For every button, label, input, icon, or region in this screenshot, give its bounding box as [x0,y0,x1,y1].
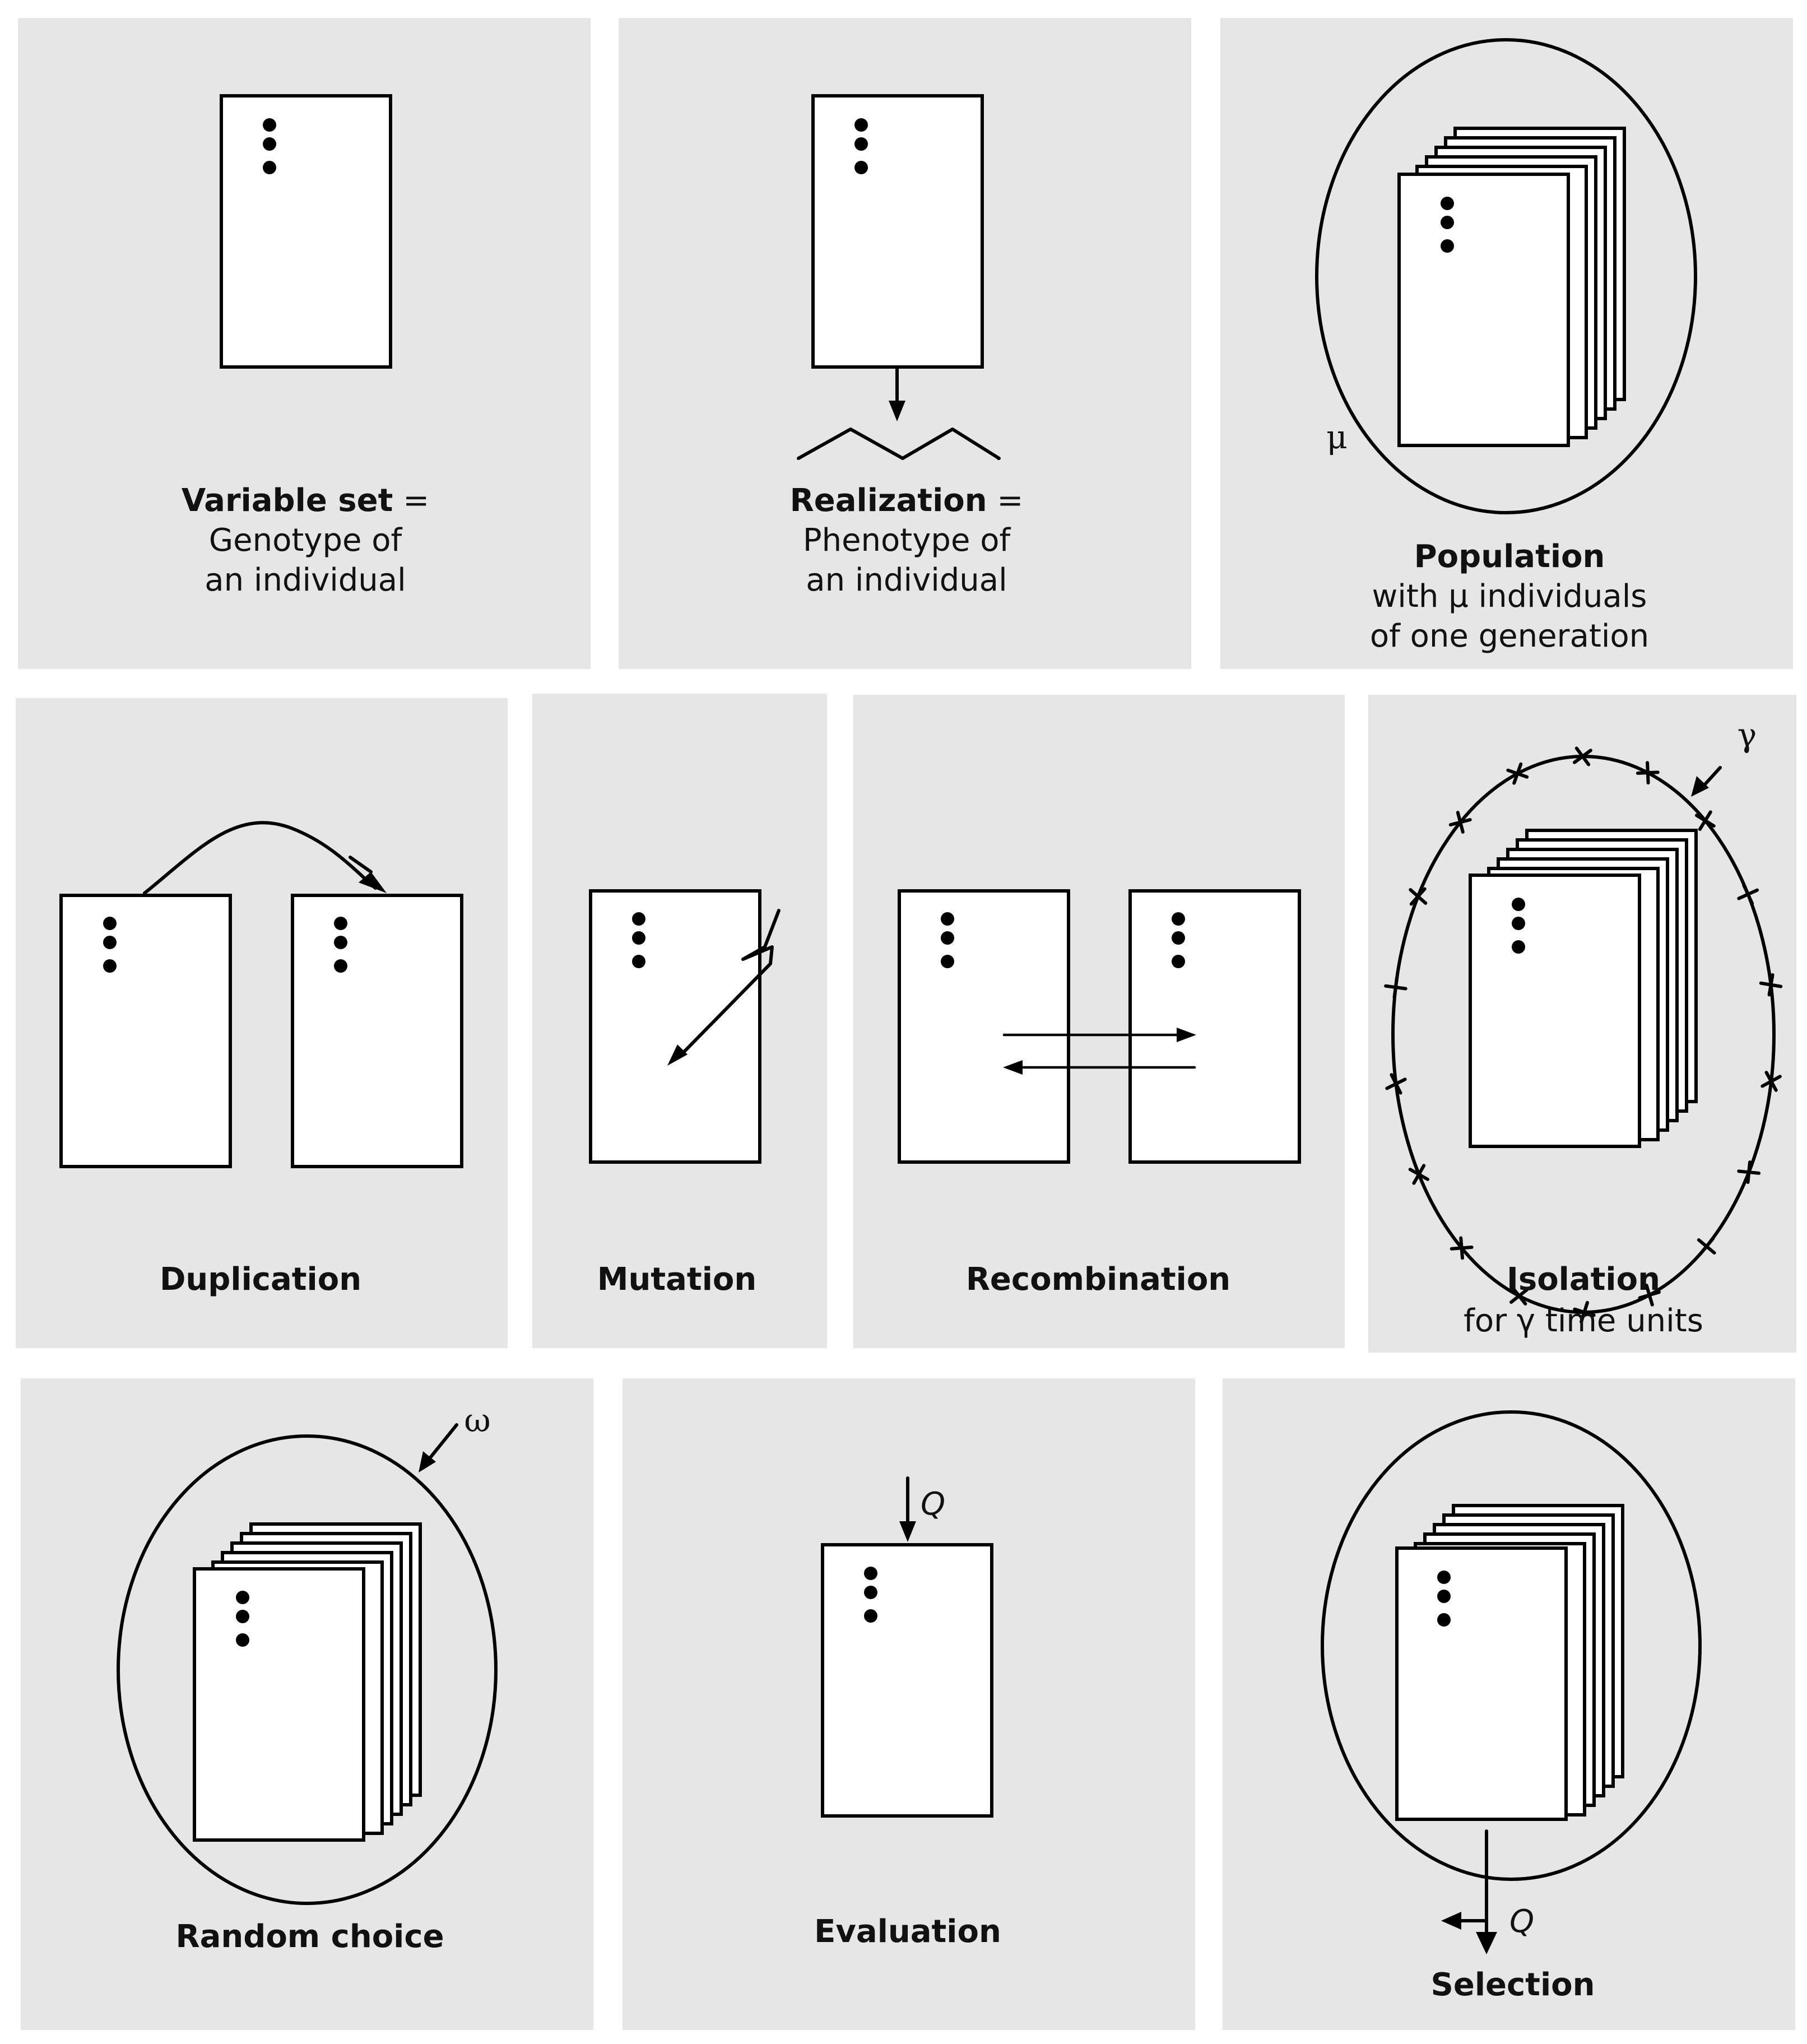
genotype-card [220,94,392,369]
duplication-arrow [143,821,387,895]
recombination-title: Recombination [966,1261,1230,1298]
isolation-cross-mark [1646,761,1650,785]
isolation-cross-mark [1759,981,1783,988]
mutation-card [589,889,761,1164]
isolation-cross-mark [1737,888,1759,900]
population-title: Population [1414,538,1605,575]
duplication-title: Duplication [160,1261,361,1298]
variable-set-title: Variable set [182,482,393,519]
random-choice-card-stack [193,1522,422,1842]
recombination-arrow-right [1002,1028,1196,1042]
isolation-cross-mark [1408,1168,1429,1181]
evaluation-title: Evaluation [814,1913,1001,1950]
duplication-copy-card [291,894,463,1168]
isolation-cross-mark [1760,1075,1782,1088]
random-choice-ellipse [117,1434,498,1905]
random-choice-omega-arrow [419,1423,458,1472]
phenotype-zigzag [797,428,1001,460]
isolation-cross-mark [1580,1300,1589,1324]
duplication-source-card [59,894,232,1168]
phenotype-card [811,94,984,369]
isolation-cross-mark [1697,1238,1716,1255]
realization-title: Realization [790,482,987,519]
selection-ellipse [1321,1410,1702,1881]
isolation-cross-mark [1737,1169,1761,1175]
selection-output-arrow [1441,1829,1497,1954]
population-ellipse [1315,38,1697,514]
recombination-card-right [1128,889,1301,1164]
evaluation-q-arrow [899,1476,916,1542]
evaluation-q-symbol: Q [921,1486,945,1522]
isolation-gamma-arrow [1691,766,1722,797]
selection-title: Selection [1431,1967,1595,2003]
isolation-cross-mark [1390,1073,1402,1095]
isolation-cross-mark [1698,810,1712,831]
variable-set-line2: Genotype of [209,522,403,559]
isolation-gamma-symbol: γ [1738,716,1757,754]
realization-line2: Phenotype of [803,522,1011,559]
isolation-cross-mark [1448,818,1472,826]
isolation-cross-mark [1450,1246,1474,1251]
realization-arrow [889,367,905,421]
population-line2: with μ individuals [1372,578,1647,615]
isolation-barrier-marks [1384,746,1783,1324]
isolation-cross-mark [1506,768,1529,779]
isolation-cross-mark [1645,1284,1654,1307]
population-line3: of one generation [1370,618,1649,654]
isolation-cross-mark [1509,1288,1529,1304]
variable-set-suffix: = [393,482,429,519]
mutation-title: Mutation [597,1261,756,1298]
population-mu-symbol: μ [1326,418,1348,456]
mutation-lightning-arrow [667,909,781,1066]
isolation-card-stack [1469,829,1698,1148]
selection-card-stack [1395,1504,1624,1821]
isolation-cross-mark [1392,975,1399,999]
variable-set-heading: Variable set = [182,482,429,519]
isolation-line2: for γ time units [1464,1303,1703,1339]
isolation-cross-mark [1409,887,1427,906]
population-card-stack [1397,127,1626,447]
selection-q-symbol: Q [1509,1903,1534,1940]
evaluation-card [821,1543,993,1818]
recombination-card-left [898,889,1070,1164]
realization-suffix: = [987,482,1024,519]
isolation-title: Isolation [1507,1261,1660,1298]
isolation-cross-mark [1574,746,1591,767]
recombination-arrow-left [1003,1060,1196,1075]
realization-line3: an individual [806,562,1007,598]
random-choice-omega-symbol: ω [464,1401,490,1439]
variable-set-line3: an individual [205,562,406,598]
realization-heading: Realization = [790,482,1024,519]
random-choice-title: Random choice [175,1918,444,1955]
